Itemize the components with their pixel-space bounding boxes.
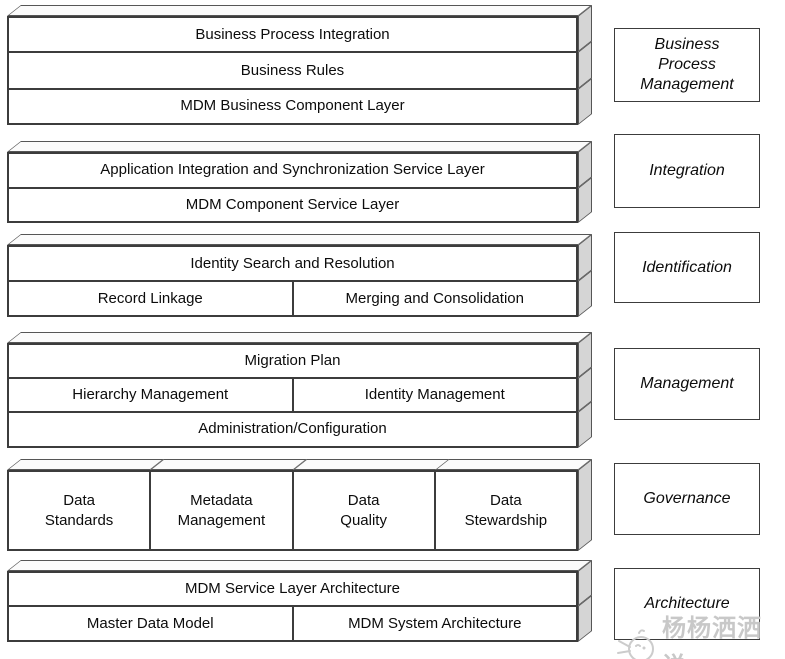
layer-cell-identity-search-and-resolution: Identity Search and Resolution — [9, 247, 576, 280]
layer-cell-mdm-service-layer-architecture: MDM Service Layer Architecture — [9, 573, 576, 606]
category-label-architecture: Architecture — [614, 568, 760, 640]
box-side-face — [578, 458, 592, 551]
layer-cell-mdm-business-component-layer: MDM Business Component Layer — [9, 89, 576, 123]
box-top-face — [7, 560, 592, 571]
layer-cell-business-rules: Business Rules — [9, 53, 576, 88]
layer-row: Business Process Integration — [9, 18, 576, 52]
layer-cell-mdm-component-service-layer: MDM Component Service Layer — [9, 188, 576, 221]
layer-cell-record-linkage: Record Linkage — [9, 282, 292, 315]
box-top-face — [7, 332, 592, 343]
box-top-face — [7, 141, 592, 152]
category-label-business-process-management: Business Process Management — [614, 28, 760, 102]
category-label-management: Management — [614, 348, 760, 420]
layer-cell-data-standards: Data Standards — [9, 472, 150, 549]
layer-row: Business Rules — [9, 51, 576, 88]
layer-row: Identity Search and Resolution — [9, 247, 576, 280]
layer-row: MDM Business Component Layer — [9, 87, 576, 123]
layer-row: Migration Plan — [9, 345, 576, 378]
layer-row: MDM Component Service Layer — [9, 186, 576, 221]
layer-row: Application Integration and Synchronizat… — [9, 154, 576, 187]
category-label-identification: Identification — [614, 232, 760, 303]
layer-cell-master-data-model: Master Data Model — [9, 607, 292, 640]
box-front-face: Application Integration and Synchronizat… — [7, 152, 578, 223]
category-label-integration: Integration — [614, 134, 760, 208]
layer-cell-administration-configuration: Administration/Configuration — [9, 412, 576, 446]
category-label-governance: Governance — [614, 463, 760, 535]
layer-row: Administration/Configuration — [9, 410, 576, 446]
layer-cell-data-quality: Data Quality — [291, 472, 434, 549]
layer-cell-merging-and-consolidation: Merging and Consolidation — [291, 282, 576, 315]
layer-cell-metadata-management: Metadata Management — [149, 472, 292, 549]
layer-cell-identity-management: Identity Management — [291, 379, 576, 411]
box-top-face — [7, 5, 592, 16]
layer-cell-business-process-integration: Business Process Integration — [9, 18, 576, 52]
layer-cell-mdm-system-architecture: MDM System Architecture — [291, 607, 576, 640]
layer-row: MDM Service Layer Architecture — [9, 573, 576, 606]
layer-cell-hierarchy-management: Hierarchy Management — [9, 379, 292, 411]
layer-cell-migration-plan: Migration Plan — [9, 345, 576, 378]
layer-cell-application-integration-and-synchronization-service-layer: Application Integration and Synchronizat… — [9, 154, 576, 187]
box-top-face — [149, 459, 307, 470]
box-top-face — [435, 459, 592, 470]
box-top-face — [7, 459, 164, 470]
box-top-face — [7, 234, 592, 245]
box-top-face — [292, 459, 450, 470]
layer-cell-data-stewardship: Data Stewardship — [433, 472, 576, 549]
